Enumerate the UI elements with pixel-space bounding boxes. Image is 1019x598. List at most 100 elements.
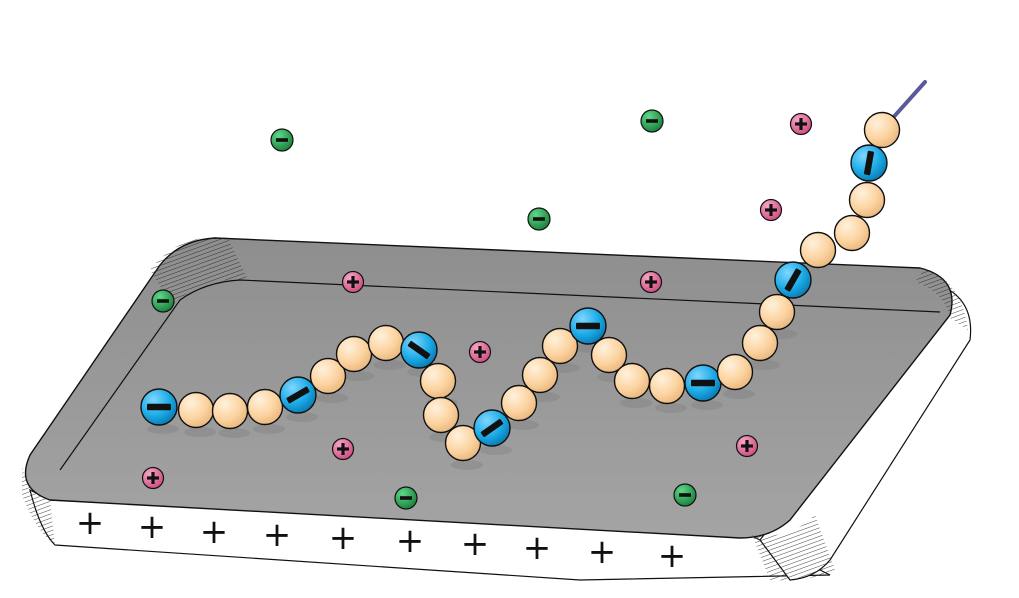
minus-sign (679, 493, 691, 497)
corner-hatch-front-right (752, 515, 835, 581)
monomer (590, 336, 628, 374)
charged-monomer (140, 388, 178, 426)
minus-sign (533, 217, 545, 221)
monomer-bead (590, 336, 628, 374)
plus-sign-v (351, 276, 355, 288)
monomer (335, 335, 373, 373)
charged-monomer (774, 261, 812, 299)
monomer (848, 181, 886, 219)
bead-shadow (480, 445, 512, 455)
monomer (521, 356, 559, 394)
minus-sign (480, 418, 504, 438)
surface-charge-plus: + (461, 524, 490, 564)
monomer (863, 111, 901, 149)
anion (151, 289, 175, 313)
bead-shadow (451, 460, 483, 470)
monomer (741, 324, 779, 362)
cation (639, 270, 663, 294)
monomer-bead (500, 384, 538, 422)
monomer (367, 324, 405, 362)
monomer-bead (521, 356, 559, 394)
bead-shadow (507, 420, 539, 430)
cation (735, 434, 759, 458)
minus-sign (863, 150, 875, 176)
surface-charge-plus: + (263, 515, 292, 555)
monomer-bead (863, 111, 901, 149)
monomer-bead (716, 353, 754, 391)
minus-sign (286, 386, 310, 404)
plus-sign-v (341, 443, 345, 455)
monomer (309, 357, 347, 395)
charged-monomer (569, 307, 607, 345)
monomer-bead (613, 362, 651, 400)
monomer-bead (758, 293, 796, 331)
minus-sign (400, 496, 412, 500)
monomer-bead (335, 335, 373, 373)
bead-shadow (620, 398, 652, 408)
plus-sign-v (799, 118, 803, 130)
surface-charge-plus: + (588, 532, 617, 572)
monomer-bead (177, 391, 215, 429)
monomer (500, 384, 538, 422)
bead-shadow (316, 393, 348, 403)
monomer (422, 396, 460, 434)
minus-sign (147, 403, 171, 411)
monomer (648, 367, 686, 405)
cation (341, 270, 365, 294)
cation (789, 112, 813, 136)
surface-charge-plus: + (76, 503, 105, 543)
monomer (541, 327, 579, 365)
minus-sign (691, 379, 715, 387)
substrate (22, 237, 972, 581)
minus-sign (407, 340, 431, 360)
monomer (833, 214, 871, 252)
charged-monomer (684, 364, 722, 402)
charged-monomer (400, 331, 438, 369)
anion (673, 483, 697, 507)
minus-sign (784, 268, 802, 292)
monomer-bead (422, 396, 460, 434)
bead-shadow (184, 427, 216, 437)
surface-charge-plus: + (329, 518, 358, 558)
monomer (716, 353, 754, 391)
monomer (799, 231, 837, 269)
monomer-bead (541, 327, 579, 365)
bead-shadow (748, 360, 780, 370)
surface-charge-plus: + (200, 512, 229, 552)
monomer-bead (799, 231, 837, 269)
monomer (419, 362, 457, 400)
monomer-bead (848, 181, 886, 219)
monomer-bead (833, 214, 871, 252)
anion (527, 207, 551, 231)
free-ions (141, 109, 813, 510)
minus-sign (576, 322, 600, 330)
bead-shadow (253, 424, 285, 434)
anion (270, 128, 294, 152)
minus-sign (646, 119, 658, 123)
monomer (246, 388, 284, 426)
cation (759, 198, 783, 222)
surface-charge-plus: + (396, 521, 425, 561)
corner-hatch-back-right (915, 268, 968, 330)
monomer-bead (419, 362, 457, 400)
corner-hatch-back-left (150, 237, 248, 305)
plus-sign-v (151, 472, 155, 484)
monomer-bead (741, 324, 779, 362)
monomer-bead (309, 357, 347, 395)
surface-charge-plus: + (523, 528, 552, 568)
monomer-bead (211, 392, 249, 430)
monomer (177, 391, 215, 429)
surface-charges: ++++++++++ (76, 503, 687, 576)
cation (141, 466, 165, 490)
monomer-bead (246, 388, 284, 426)
corner-hatch-front-left (22, 465, 55, 545)
monomer-bead (648, 367, 686, 405)
plus-sign-v (649, 276, 653, 288)
monomer-bead (367, 324, 405, 362)
plus-sign-v (478, 346, 482, 358)
charged-monomer (473, 409, 511, 447)
charged-monomer (279, 376, 317, 414)
bead-shadow (342, 371, 374, 381)
monomer (211, 392, 249, 430)
plus-sign-v (769, 204, 773, 216)
